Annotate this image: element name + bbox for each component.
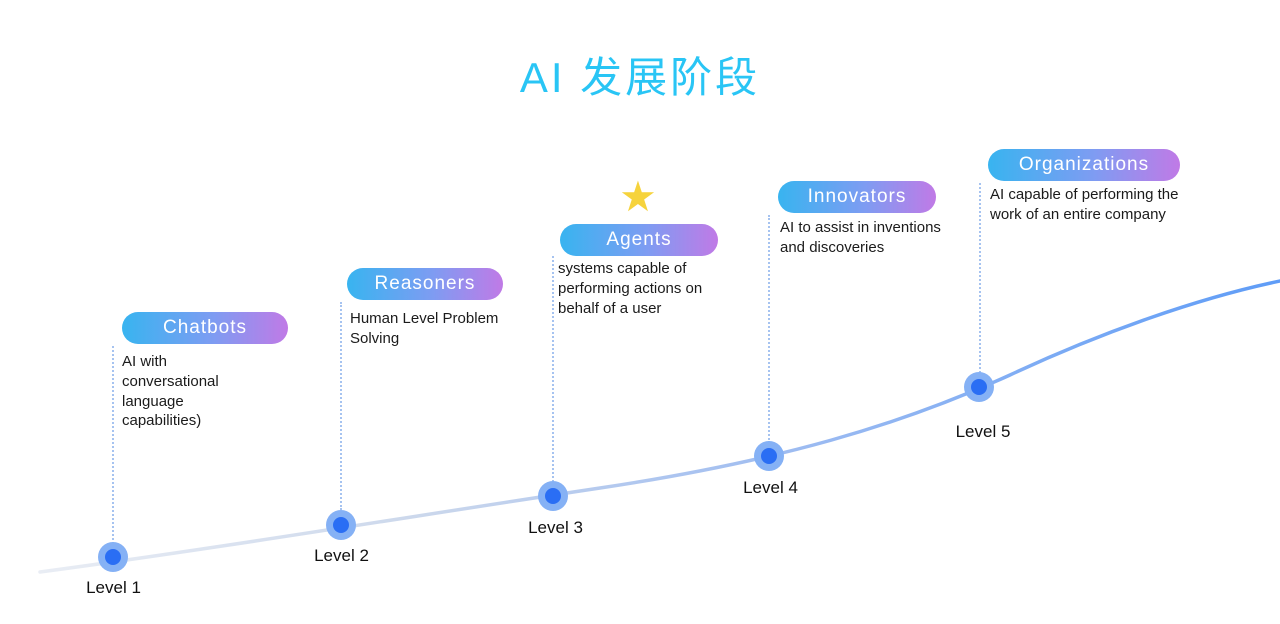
stage-pill-organizations: Organizations [988,149,1180,181]
connector-line [112,346,114,544]
level-label: Level 3 [528,518,583,537]
page-title: AI 发展阶段 [519,54,761,101]
stage-pill-label: Chatbots [162,317,248,338]
milestone-dot [964,372,994,402]
milestone-dot [538,481,568,511]
level-label: Level 1 [86,578,141,597]
stage-description: AI capable of performing the work of an … [990,186,1179,223]
stage-pill-label: Organizations [1018,154,1150,175]
connector-line [768,215,770,443]
stage-description: AI to assist in inventions and discoveri… [780,219,941,256]
stage-pill-innovators: Innovators [778,181,936,213]
stage-pill-chatbots: Chatbots [122,312,288,344]
stage-pill-reasoners: Reasoners [347,268,503,300]
level-label: Level 2 [314,546,369,565]
milestone-dot [326,510,356,540]
milestone-dot [98,542,128,572]
stage-pill-label: Agents [606,229,672,250]
connector-line [979,183,981,373]
milestone-dot [754,441,784,471]
stage-description: AI with conversational language capabili… [122,353,219,430]
connector-line [340,302,342,510]
connector-line [552,256,554,482]
level-label: Level 4 [743,478,798,497]
level-label: Level 5 [955,422,1011,441]
star-icon: ★ [619,173,657,220]
stage-description: Human Level Problem Solving [350,310,499,347]
stage-pill-label: Reasoners [374,273,476,294]
stage-pill-agents: Agents [560,224,718,256]
stage-pill-label: Innovators [807,186,907,207]
stage-description: systems capable of performing actions on… [558,260,703,317]
